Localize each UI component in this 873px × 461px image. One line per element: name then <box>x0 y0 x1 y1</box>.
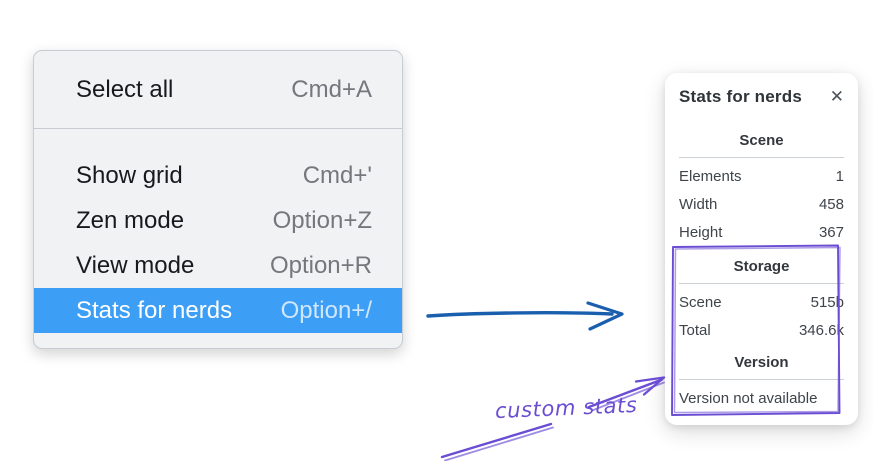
stats-panel-title: Stats for nerds <box>679 87 802 106</box>
menu-item-shortcut: Option+Z <box>272 206 372 234</box>
stat-label: Elements <box>679 168 742 185</box>
stat-value: 346.6k <box>798 322 844 339</box>
menu-item-zen-mode[interactable]: Zen mode Option+Z <box>34 198 402 243</box>
stat-label: Total <box>679 322 711 339</box>
stats-section-version: Version Version not available <box>679 353 844 413</box>
menu-item-shortcut: Cmd+' <box>302 161 372 189</box>
stats-section-scene: Scene Elements 1 Width 458 Height 367 <box>679 131 844 247</box>
context-menu: Select all Cmd+A Show grid Cmd+' Zen mod… <box>33 50 403 349</box>
menu-item-shortcut: Option+/ <box>280 296 372 324</box>
stat-row-elements: Elements 1 <box>679 163 844 191</box>
stat-row-width: Width 458 <box>679 191 844 219</box>
stat-value: 515b <box>810 294 844 311</box>
stats-section-header: Version <box>734 354 789 371</box>
stats-panel-titlebar: Stats for nerds ✕ <box>679 85 844 109</box>
menu-item-label: Select all <box>76 75 174 103</box>
stat-row-height: Height 367 <box>679 219 844 247</box>
stat-row-total-size: Total 346.6k <box>679 317 844 345</box>
stats-section-header: Scene <box>739 132 784 149</box>
menu-item-view-mode[interactable]: View mode Option+R <box>34 243 402 288</box>
stats-section-storage: Storage Scene 515b Total 346.6k <box>679 257 844 345</box>
menu-item-label: Show grid <box>76 161 183 189</box>
menu-item-shortcut: Cmd+A <box>291 75 372 103</box>
menu-group-top: Select all Cmd+A <box>34 51 402 129</box>
blue-arrow <box>426 301 624 331</box>
menu-item-show-grid[interactable]: Show grid Cmd+' <box>34 153 402 198</box>
menu-item-stats-for-nerds[interactable]: Stats for nerds Option+/ <box>34 288 402 333</box>
stat-value: 367 <box>818 224 844 241</box>
menu-item-select-all[interactable]: Select all Cmd+A <box>34 67 402 112</box>
stats-panel: Stats for nerds ✕ Scene Elements 1 Width… <box>665 73 858 425</box>
version-note: Version not available <box>679 390 818 407</box>
menu-item-label: Stats for nerds <box>76 296 233 324</box>
section-divider <box>679 379 844 380</box>
stat-label: Scene <box>679 294 722 311</box>
close-icon[interactable]: ✕ <box>829 86 844 107</box>
menu-item-label: Zen mode <box>76 206 185 234</box>
section-divider <box>679 283 844 284</box>
stat-value: 1 <box>835 168 844 185</box>
stat-label: Width <box>679 196 718 213</box>
menu-item-shortcut: Option+R <box>269 251 372 279</box>
menu-item-label: View mode <box>76 251 195 279</box>
stat-label: Height <box>679 224 723 241</box>
stat-row-scene-size: Scene 515b <box>679 289 844 317</box>
annotation-custom-stats: custom stats <box>494 392 638 424</box>
stat-value: 458 <box>818 196 844 213</box>
menu-group-bottom: Show grid Cmd+' Zen mode Option+Z View m… <box>34 129 402 348</box>
section-divider <box>679 157 844 158</box>
stats-section-header: Storage <box>733 258 790 275</box>
